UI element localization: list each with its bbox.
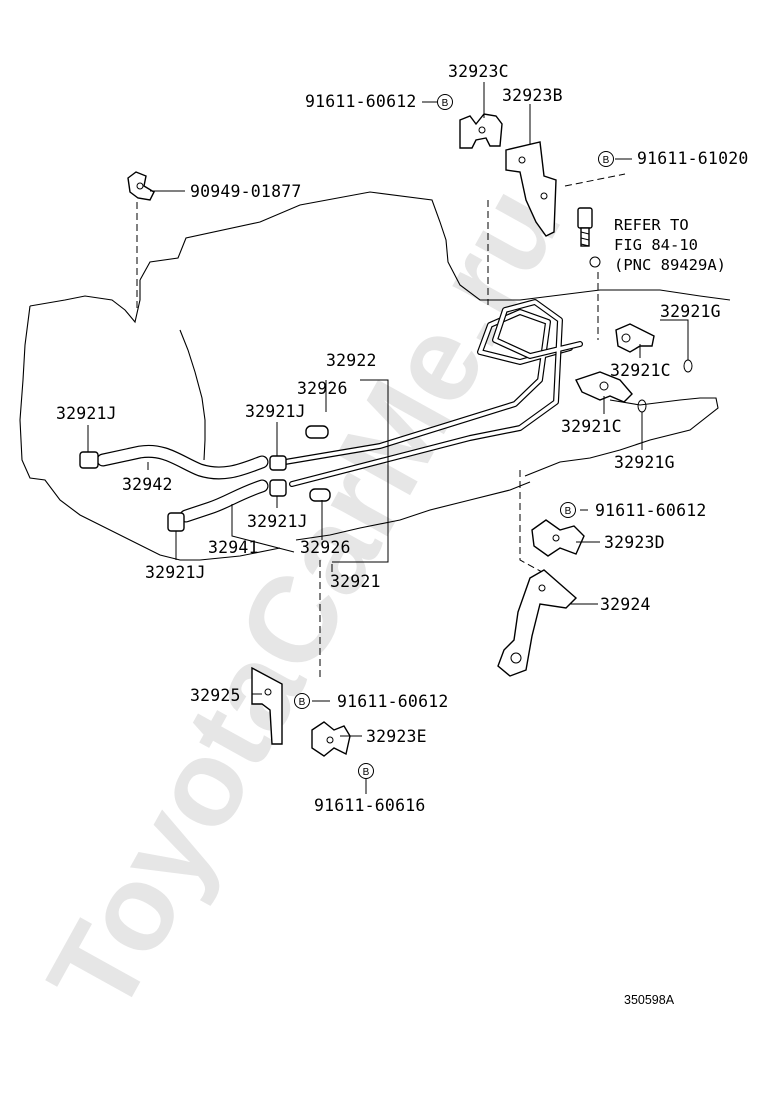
b-marker-1 [437,94,453,110]
bolt-markers: B B B B B [294,94,614,779]
label-32926-top: 32926 [297,379,348,398]
label-32921g-bottom: 32921G [614,453,675,472]
reference-note-line3: (PNC 89429A) [614,256,726,274]
svg-text:B: B [603,155,610,166]
label-32921c-bottom: 32921C [561,417,622,436]
union-32921c-top [615,323,655,353]
b-marker-2 [598,151,614,167]
pressure-switch [577,207,601,268]
alignment-lines [136,173,626,680]
b-marker-4 [294,693,310,709]
engine-outline [19,191,731,561]
diagram-code: 350598A [624,993,675,1007]
gasket-32921g-bottom [637,399,647,413]
sleeve-32926-bottom [309,488,331,502]
label-32921j-left: 32921J [56,404,117,423]
bracket-32923b [505,141,557,237]
gasket-32921g-top [683,359,693,373]
clamp-32921j-mid-bottom [269,479,287,497]
bracket-32924 [497,569,578,677]
label-32923e: 32923E [366,727,427,746]
svg-text:B: B [363,767,370,778]
label-32925: 32925 [190,686,241,705]
watermark: ToyotaCarMe.ru [22,164,587,1034]
svg-text:B: B [299,697,306,708]
brake-pipes [282,299,583,487]
svg-text:B: B [442,98,449,109]
label-91611-60616: 91611-60616 [314,796,425,815]
label-32921g-top: 32921G [660,302,721,321]
union-32921c-bottom [575,371,633,403]
label-91611-60612-top: 91611-60612 [305,92,416,111]
clamp-32921j-mid-top [269,455,287,471]
sleeve-32926-top [305,425,329,439]
b-marker-5 [358,763,374,779]
clamp-32921j-left [79,451,99,469]
label-90949-01877: 90949-01877 [190,182,301,201]
label-32924: 32924 [600,595,651,614]
label-32921j-bottom: 32921J [145,563,206,582]
reference-note-line2: FIG 84-10 [614,236,698,254]
label-32941: 32941 [208,538,259,557]
reference-note-line1: REFER TO [614,216,689,234]
leader-lines [87,82,689,794]
bracket-32925 [251,666,283,745]
label-32921c-top: 32921C [610,361,671,380]
bracket-32923e [311,721,351,757]
bracket-32923c [459,113,503,149]
hoses [96,444,269,523]
label-32942: 32942 [122,475,173,494]
label-32922: 32922 [326,351,377,370]
label-91611-60612-right: 91611-60612 [595,501,706,520]
b-marker-3 [560,502,576,518]
label-32921j-mid-top: 32921J [245,402,306,421]
clamp-32921j-bottom [167,512,185,532]
label-91611-60612-bottom: 91611-60612 [337,692,448,711]
label-32926-bottom: 32926 [300,538,351,557]
svg-text:B: B [565,506,572,517]
label-32923c: 32923C [448,62,509,81]
part-labels: 32923C 32923B 91611-60612 91611-61020 90… [56,62,748,1007]
bracket-32923d [531,519,585,557]
label-91611-61020: 91611-61020 [637,149,748,168]
label-32923b: 32923B [502,86,563,105]
label-32921: 32921 [330,572,381,591]
hose-clip-90949-01877 [127,171,155,201]
label-32921j-mid-bottom: 32921J [247,512,308,531]
label-32923d: 32923D [604,533,665,552]
